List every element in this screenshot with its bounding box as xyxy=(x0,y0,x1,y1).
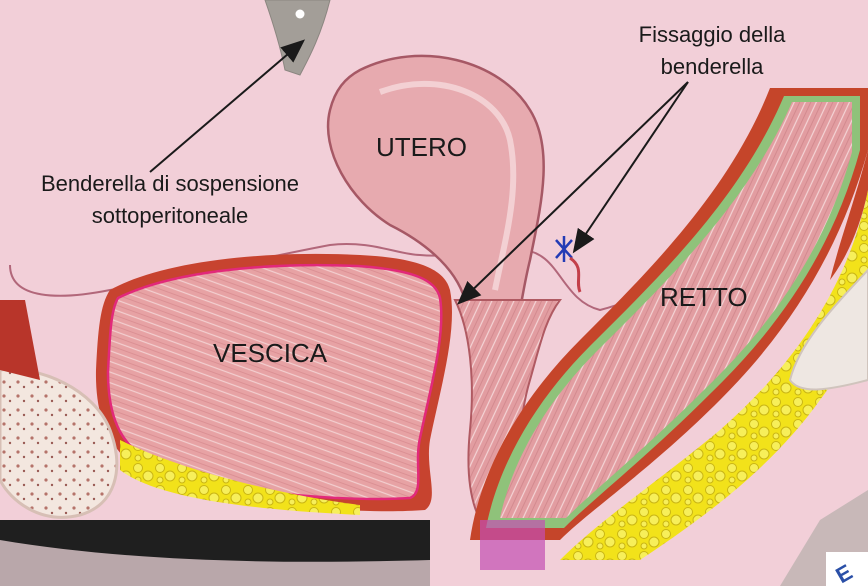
label-fissaggio-line2: benderella xyxy=(661,56,764,78)
label-retto: RETTO xyxy=(660,284,748,310)
label-benderella-line1: Benderella di sospensione xyxy=(41,173,299,195)
label-vescica: VESCICA xyxy=(213,340,327,366)
anal-sphincter xyxy=(480,520,545,570)
label-fissaggio-line1: Fissaggio della xyxy=(639,24,786,46)
label-utero: UTERO xyxy=(376,134,467,160)
label-benderella-line2: sottoperitoneale xyxy=(92,205,249,227)
sling-hole xyxy=(296,10,305,19)
